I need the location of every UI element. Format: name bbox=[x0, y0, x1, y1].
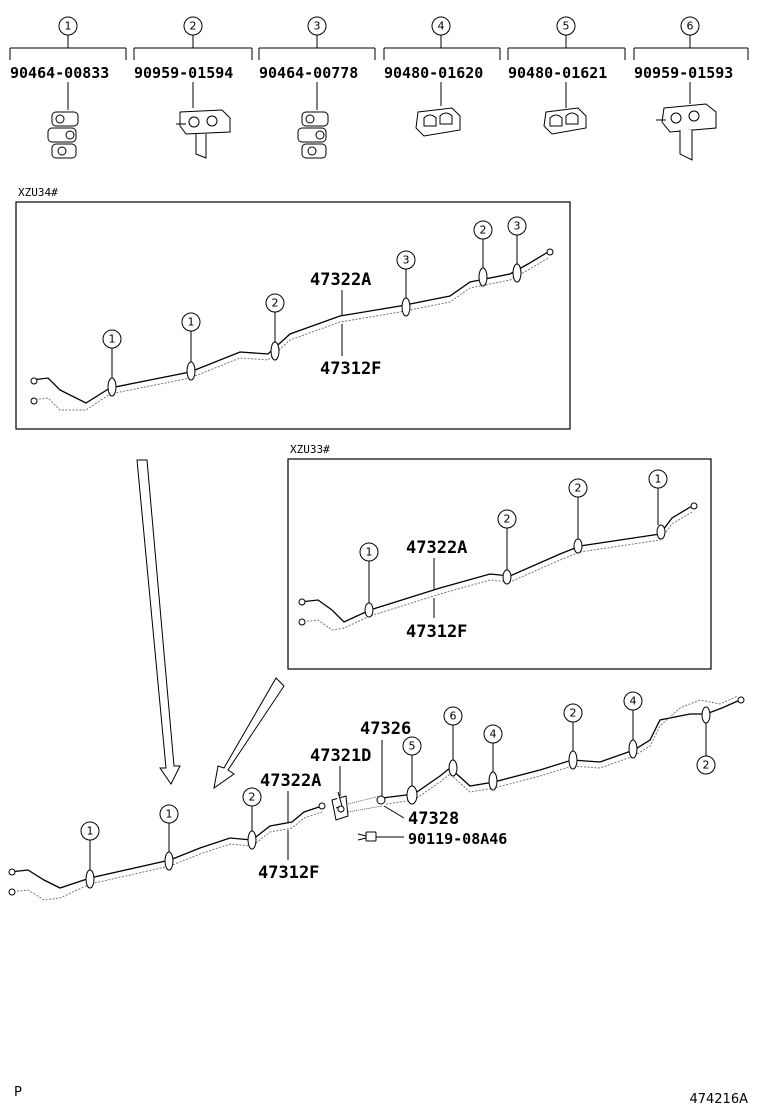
panel-title: XZU34# bbox=[18, 186, 58, 199]
tube-clips bbox=[364, 524, 666, 618]
callout-circle bbox=[307, 16, 327, 36]
callout-number: 2 bbox=[703, 759, 710, 772]
part-label-90119-08a46: 90119-08A46 bbox=[408, 830, 507, 848]
junction-block bbox=[331, 791, 349, 821]
clip-icon bbox=[415, 107, 461, 137]
part-number: 90480-01621 bbox=[508, 64, 607, 82]
main-assembly: 1 1 2 5 6 4 2 4 2 47326 47321D 47322A 47 bbox=[8, 691, 745, 901]
callout-circle bbox=[680, 16, 700, 36]
bolt bbox=[357, 831, 404, 842]
brake-tube-upper bbox=[299, 505, 693, 623]
callout-number: 1 bbox=[109, 333, 116, 346]
part-number: 90464-00778 bbox=[259, 64, 358, 82]
clip-icon bbox=[47, 111, 79, 159]
legend-item-3: 3 90464-00778 bbox=[258, 16, 376, 159]
callout-number: 1 bbox=[188, 316, 195, 329]
callout-number: 6 bbox=[450, 710, 457, 723]
part-number: 90464-00833 bbox=[10, 64, 109, 82]
brake-tube-lower-right bbox=[385, 695, 739, 805]
part-number: 90480-01620 bbox=[384, 64, 483, 82]
callout-number: 2 bbox=[480, 224, 487, 237]
callout-number: 2 bbox=[570, 707, 577, 720]
clip-icon bbox=[297, 111, 329, 159]
part-label-47322a: 47322A bbox=[406, 538, 467, 558]
callout-number: 2 bbox=[575, 482, 582, 495]
part-label-47321d: 47321D bbox=[310, 746, 371, 766]
clip-icon bbox=[543, 107, 587, 135]
callout-number: 3 bbox=[314, 20, 321, 33]
brake-tube-upper-left bbox=[9, 805, 323, 889]
clip-icon bbox=[656, 103, 717, 161]
callout-number: 3 bbox=[403, 254, 410, 267]
part-label-47326: 47326 bbox=[360, 719, 411, 739]
panel-xzu33: XZU33# 1 2 2 1 47322A 47312F bbox=[287, 443, 712, 670]
callout-number: 1 bbox=[366, 546, 373, 559]
callout-number: 1 bbox=[87, 825, 94, 838]
callout-number: 4 bbox=[490, 728, 497, 741]
legend-row: 1 90464-00833 2 90959-01594 bbox=[9, 16, 749, 161]
panel-frame bbox=[15, 201, 571, 430]
callout-number: 2 bbox=[190, 20, 197, 33]
callout-number: 1 bbox=[655, 473, 662, 486]
callout-number: 1 bbox=[65, 20, 72, 33]
part-label-47322a: 47322A bbox=[310, 270, 371, 290]
part-number: 90959-01594 bbox=[134, 64, 233, 82]
part-label-47312f: 47312F bbox=[406, 622, 467, 642]
callout-number: 1 bbox=[166, 808, 173, 821]
panel-xzu34: XZU34# 1 1 2 3 2 bbox=[15, 186, 571, 430]
brake-tube-upper bbox=[31, 251, 549, 404]
callout-circle bbox=[556, 16, 576, 36]
callout-number: 5 bbox=[563, 20, 570, 33]
callout-number: 3 bbox=[514, 220, 521, 233]
part-label-47312f: 47312F bbox=[320, 359, 381, 379]
callout-number: 2 bbox=[249, 791, 256, 804]
callout-number: 4 bbox=[630, 695, 637, 708]
brake-tube-lower bbox=[299, 511, 693, 631]
callout-number: 2 bbox=[272, 297, 279, 310]
panel-frame bbox=[287, 458, 712, 670]
part-label-47328: 47328 bbox=[408, 809, 459, 829]
legend-item-1: 1 90464-00833 bbox=[9, 16, 127, 159]
legend-item-4: 4 90480-01620 bbox=[383, 16, 501, 137]
part-label-47322a: 47322A bbox=[260, 771, 321, 791]
view-arrow-right bbox=[213, 677, 285, 790]
legend-item-5: 5 90480-01621 bbox=[507, 16, 626, 135]
footer-left-code: P bbox=[14, 1085, 22, 1100]
callout-number: 4 bbox=[438, 20, 445, 33]
legend-item-6: 6 90959-01593 bbox=[633, 16, 749, 161]
illustration-code: 474216A bbox=[689, 1092, 748, 1107]
brake-tube-upper-right bbox=[381, 699, 741, 799]
panel-title: XZU33# bbox=[290, 443, 330, 456]
callout-circle bbox=[431, 16, 451, 36]
callout-number: 5 bbox=[409, 740, 416, 753]
part-label-47312f: 47312F bbox=[258, 863, 319, 883]
callout-circle bbox=[58, 16, 78, 36]
tube-clips bbox=[85, 706, 711, 889]
part-number: 90959-01593 bbox=[634, 64, 733, 82]
legend-item-2: 2 90959-01594 bbox=[133, 16, 253, 159]
clip-icon bbox=[176, 109, 231, 159]
callout-circle bbox=[183, 16, 203, 36]
callout-number: 2 bbox=[504, 513, 511, 526]
callout-number: 6 bbox=[687, 20, 694, 33]
brake-tube-lower-left bbox=[9, 811, 323, 901]
view-arrow-left bbox=[136, 459, 181, 785]
